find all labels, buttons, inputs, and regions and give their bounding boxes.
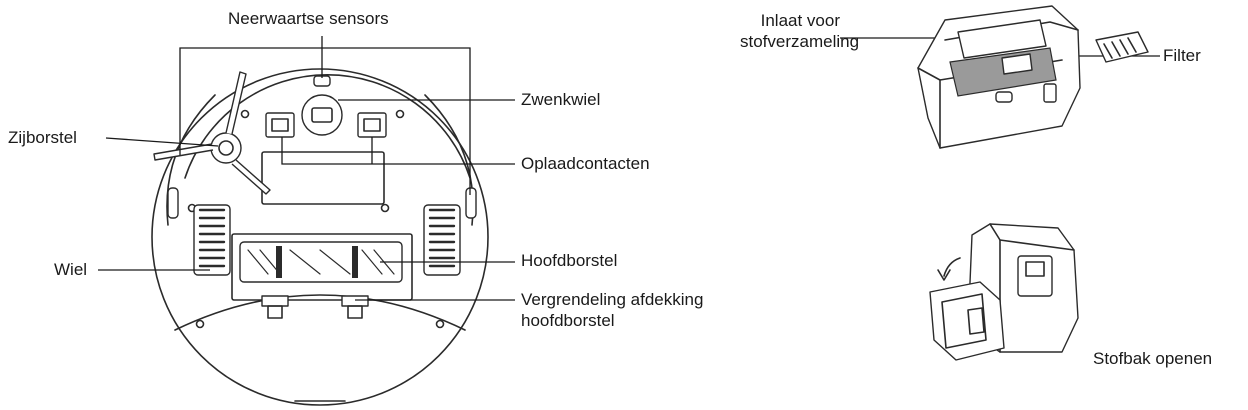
side-brush-leader (106, 138, 218, 146)
opened-bin-tray (930, 282, 1004, 360)
label-downward-sensors: Neerwaartse sensors (228, 8, 389, 29)
label-dust-inlet: Inlaat voor stofverzameling (740, 10, 840, 52)
right-wheel-drawing (424, 205, 460, 275)
label-charging-contacts: Oplaadcontacten (521, 153, 650, 174)
side-brush-hub (211, 133, 241, 163)
latch-left (262, 296, 288, 306)
battery-cover (262, 152, 384, 204)
label-filter: Filter (1163, 45, 1201, 66)
label-wheel: Wiel (54, 259, 87, 280)
robot-underside (152, 69, 488, 405)
left-cliff-sensor (168, 188, 178, 218)
label-main-brush: Hoofdborstel (521, 250, 617, 271)
main-brush-drawing (240, 242, 402, 282)
open-arrow (944, 258, 960, 276)
label-main-brush-cover-latch: Vergrendeling afdekking hoofdborstel (521, 289, 703, 331)
charging-contact-right (358, 113, 386, 137)
charging-contact-left (266, 113, 294, 137)
dustbin-filter-illustration (918, 6, 1148, 148)
label-open-dustbin: Stofbak openen (1093, 348, 1212, 369)
latch-right (342, 296, 368, 306)
right-cliff-sensor (466, 188, 476, 218)
label-caster-wheel: Zwenkwiel (521, 89, 600, 110)
caster-wheel-drawing (302, 95, 342, 135)
label-side-brush: Zijborstel (8, 127, 77, 148)
dustbin-opening-illustration (930, 224, 1078, 360)
left-wheel-drawing (194, 205, 230, 275)
contacts-leader (282, 137, 515, 164)
filter-cartridge (1096, 32, 1148, 62)
